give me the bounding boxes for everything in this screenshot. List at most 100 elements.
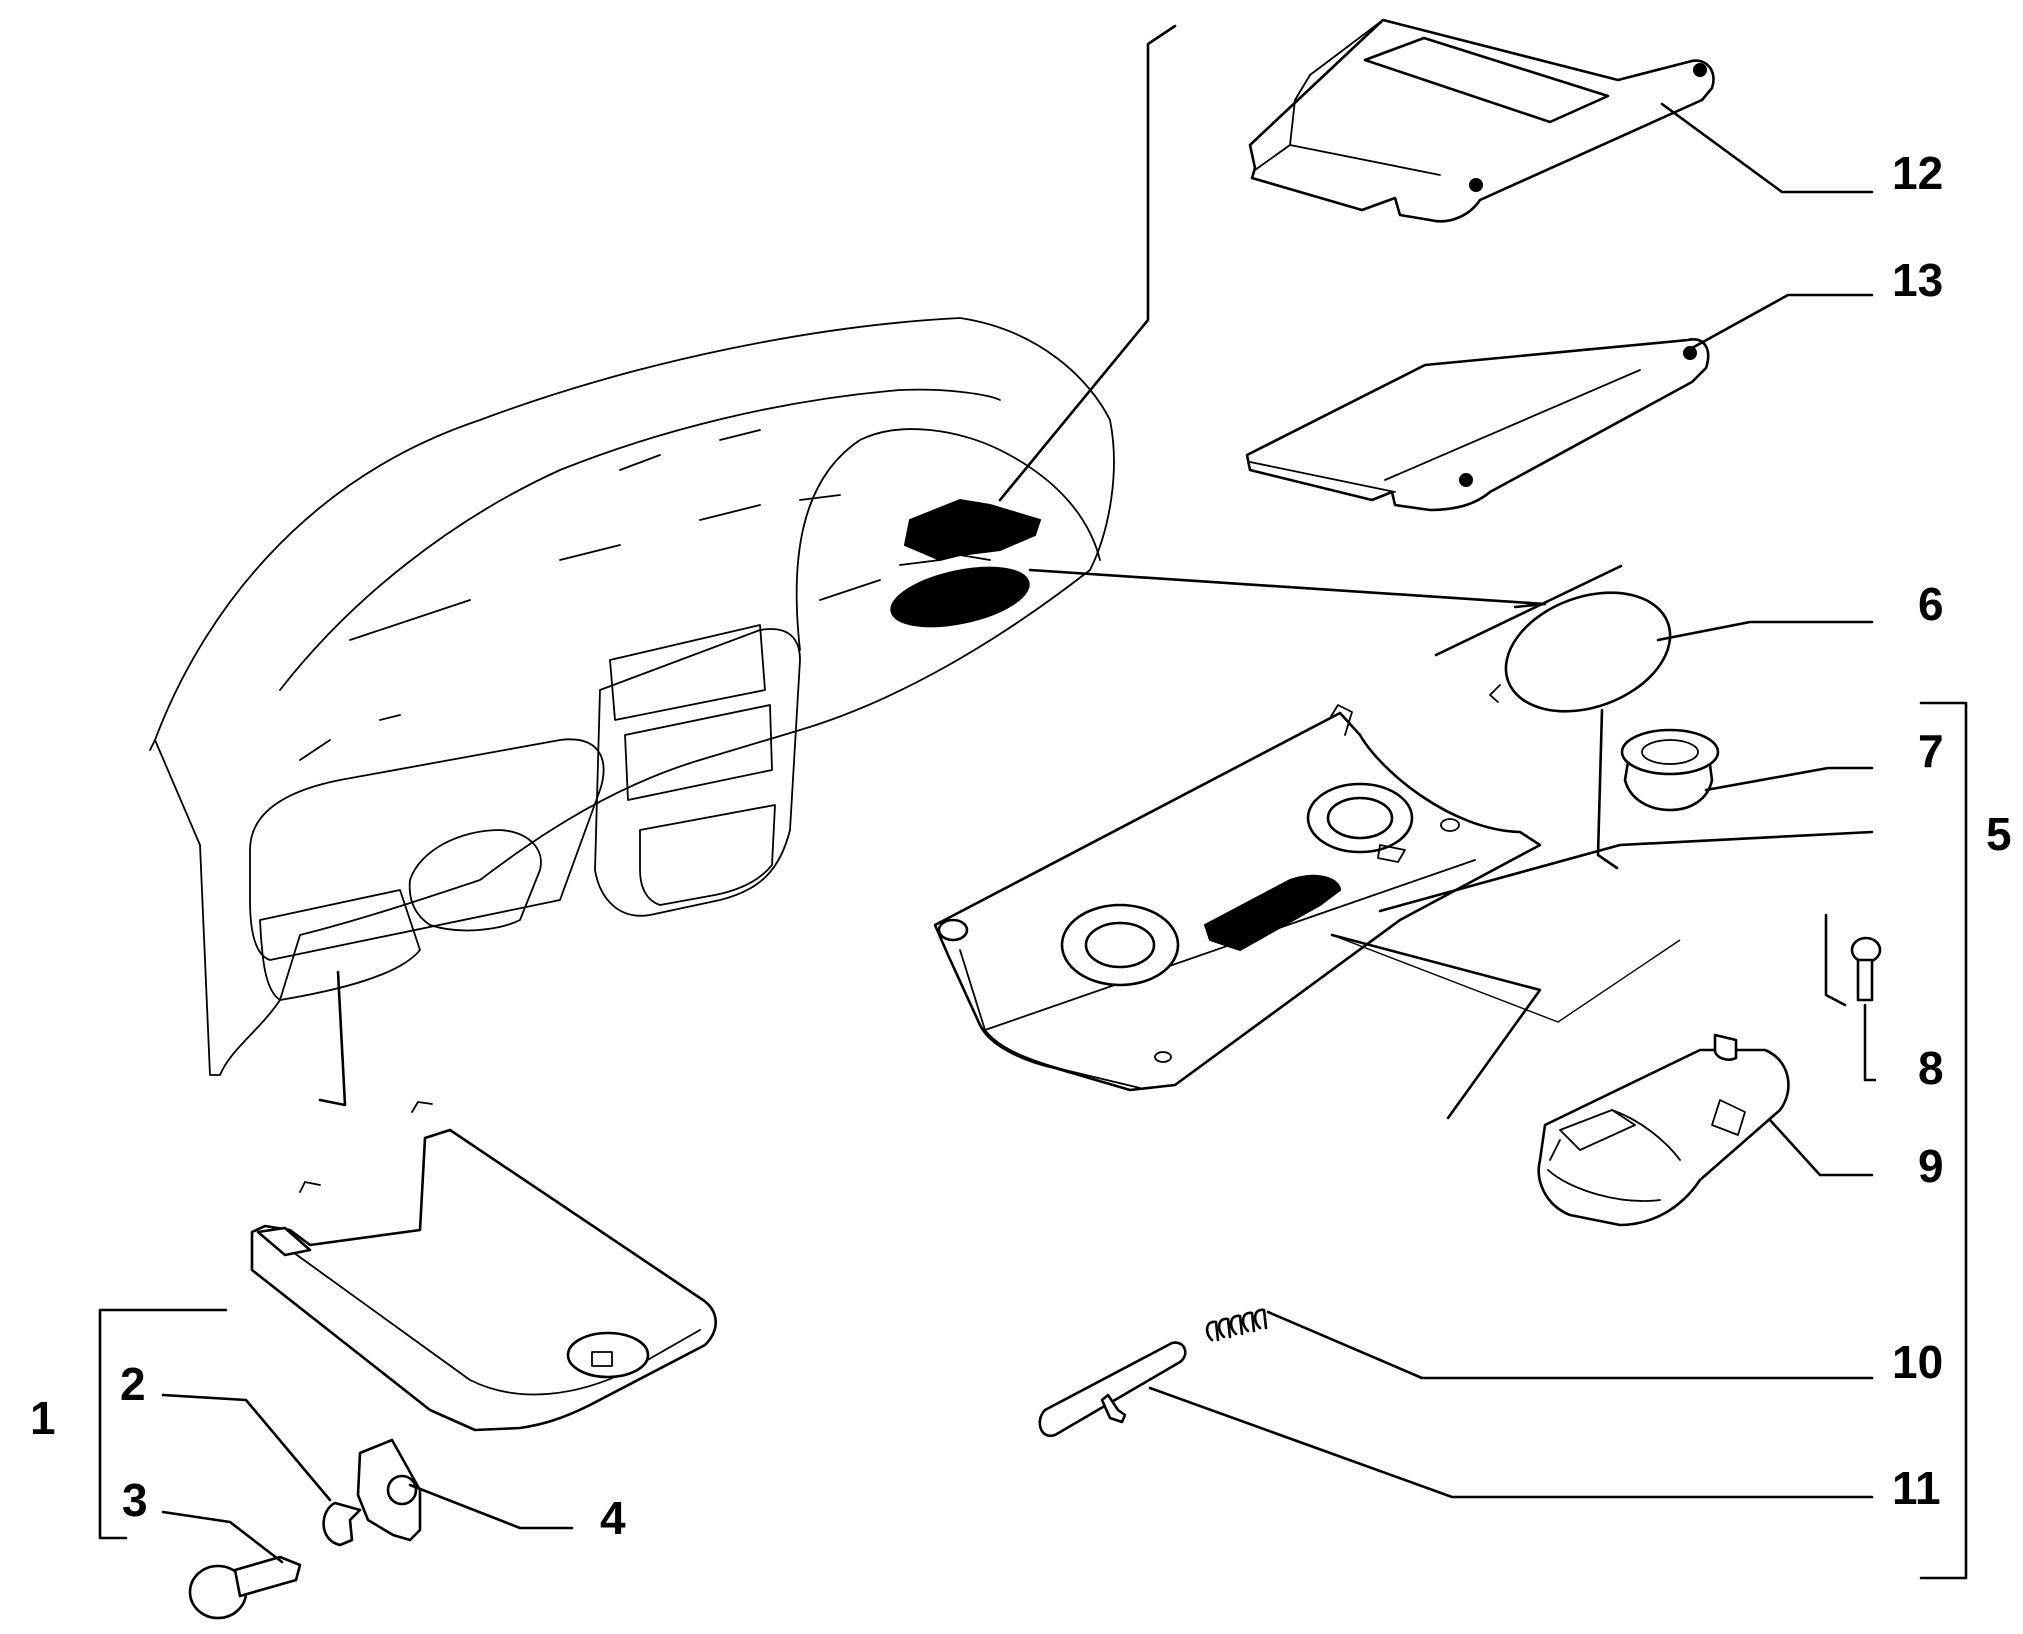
callout-4: 4 [600,1492,626,1544]
part-11-rod [1038,1341,1187,1438]
leader-4 [408,1483,574,1530]
leader-6-bracket [1434,564,1623,657]
callout-11: 11 [1892,1462,1941,1514]
part-5-glovebox-frame [933,704,1542,1092]
part-13-lower-bracket [1245,338,1710,512]
part-1-lock-plate [591,1351,613,1367]
part-8-screw [1850,936,1882,1002]
dashboard-steering-column [408,829,542,932]
part-5-screw-hole [1440,818,1460,832]
leader-2 [161,1393,332,1502]
part-5-body [933,711,1542,1092]
leader-3 [161,1510,284,1564]
part-5-top-tab [1329,704,1353,736]
dashboard-dash-line-2 [299,554,991,761]
dashboard-vent-lower [639,804,776,906]
part-7-rim [1620,728,1720,776]
callout-labels: 1 2 3 4 5 6 7 8 9 10 11 12 13 [30,147,2012,1544]
dashboard-top-crease [279,388,1001,691]
part-1-glovebox-lid [250,1101,717,1432]
part-9-flange [1547,1139,1661,1202]
callout-10: 10 [1892,1336,1943,1388]
leader-8-bracket [1824,913,1847,1007]
part-3-barrel [233,1555,302,1598]
part-8-shank [1856,958,1874,1002]
part-12-hole-right [1693,63,1707,77]
callout-3: 3 [122,1474,148,1526]
bracket-5 [1919,701,1968,1580]
dashboard-vent-upper [609,624,766,721]
part-1-body [250,1128,717,1432]
part-4-hole [386,1474,418,1506]
part-13-body [1245,338,1710,512]
part-12-upper-bracket [1248,18,1715,223]
callout-9: 9 [1918,1140,1944,1192]
part-7-hole [1641,739,1699,765]
part-8-head [1850,936,1882,964]
part-6-ellipse [1504,591,1672,713]
leader-7-bracket [1596,708,1619,870]
dashboard-outline [149,317,1115,1076]
leader-5-assembly [1330,933,1542,1120]
dashboard-inner-curve [795,428,1101,651]
part-13-hole-left [1459,473,1473,487]
leader-11 [1148,1386,1874,1499]
assembly-bracket-lines [998,24,1177,502]
dashboard-assembly [149,317,1115,1076]
leader-10 [1266,1310,1874,1380]
part-2-clip [322,1501,362,1547]
part-10-spring [1205,1308,1268,1342]
leader-9 [1768,1118,1874,1177]
part-12-body [1248,18,1715,223]
leader-7 [1704,766,1874,792]
callout-5: 5 [1986,808,2012,860]
part-12-hole-left [1469,178,1483,192]
part-9-latch-housing [1537,1033,1790,1227]
part-13-hole-right [1683,346,1697,360]
leader-13 [1690,293,1874,350]
part-6-clip [1489,684,1501,703]
part-5-dark-panel [1203,874,1342,952]
dashboard-glovebox-opening [259,889,421,1001]
part-9-knob [1713,1033,1738,1061]
leader-8 [1863,1003,1877,1082]
part-12-window [1363,36,1610,124]
part-7-grommet [1620,728,1720,812]
leader-glovebox-bracket [318,970,347,1107]
leader-1 [98,1308,228,1540]
callout-1: 1 [30,1392,56,1444]
part-4-latch-plate [356,1438,422,1542]
part-1-lock-recess [566,1331,650,1379]
part-5-slot [1154,1051,1172,1063]
callout-7: 7 [1918,725,1944,777]
dashboard-lower-left-panel [249,738,605,961]
part-5-cup-inner [1084,921,1156,969]
part-5-ring-inner [1326,796,1394,840]
leader-6-from-dashboard [1028,568,1547,609]
part-1-top-tabs [299,1101,433,1193]
part-9-body [1537,1048,1790,1227]
part-11-tab [1100,1393,1127,1424]
part-5-hinge [937,918,969,942]
part-9-inner [1559,1099,1746,1161]
part-3-lock-cylinder [188,1555,302,1620]
dashboard-dash-line-1 [349,429,841,641]
callout-13: 13 [1892,254,1943,306]
part-13-edge [1249,369,1641,493]
callout-2: 2 [120,1358,146,1410]
part-5-ring-clip [1377,844,1406,863]
leader-5 [1378,830,1874,913]
dashboard-vent-middle [624,704,773,801]
callout-6: 6 [1918,578,1944,630]
callout-8: 8 [1918,1042,1944,1094]
dashboard-center-console [594,628,801,917]
part-12-front-face [1254,19,1441,176]
part-1-left-hinge [256,1226,312,1257]
part-6-oval-cover [1489,591,1672,713]
part-11-pin [1038,1341,1187,1438]
leader-6 [1656,620,1874,642]
callout-12: 12 [1892,147,1943,199]
leader-12 [1660,102,1874,194]
leader-5-thin [1331,934,1681,1023]
